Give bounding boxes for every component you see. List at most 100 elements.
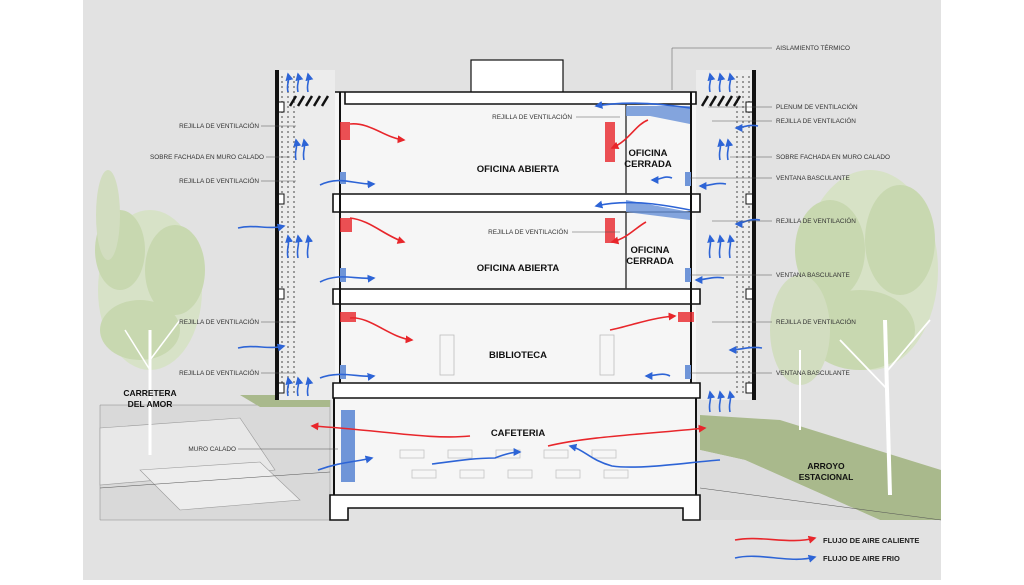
room-labels: OFICINA ABIERTA OFICINA CERRADA OFICINA … [477, 148, 674, 439]
label-ventana-1: VENTANA BASCULANTE [776, 175, 850, 182]
cold-arrow [594, 100, 691, 109]
cold-arrow-up [285, 72, 294, 93]
grille-hot-left-3 [340, 122, 350, 140]
cold-arrow [319, 274, 376, 283]
muro-calado-screen [341, 410, 355, 482]
legend-cold-label: FLUJO DE AIRE FRIO [823, 554, 900, 563]
grille-hot-right-1 [678, 312, 694, 322]
cold-arrow [728, 345, 763, 354]
cold-arrow [734, 123, 759, 132]
hot-arrow [609, 312, 677, 331]
cold-arrow [568, 443, 721, 468]
hot-arrow [310, 422, 471, 438]
cold-arrow-up [725, 138, 734, 161]
site-ground [99, 391, 942, 521]
label-ventana-3: VENTANA BASCULANTE [776, 370, 850, 377]
hot-arrow [610, 221, 647, 245]
tree-right [795, 170, 938, 496]
roof-slab [335, 91, 697, 105]
grille-hot-right-3 [605, 122, 615, 162]
label-rejilla-inner-2: REJILLA DE VENTILACIÓN [488, 227, 568, 236]
building [329, 91, 701, 521]
cold-arrow-up [727, 72, 736, 93]
room-oficina-cerrada-3a: OFICINA [628, 148, 667, 159]
vent-cold-2r [685, 268, 691, 282]
cold-arrow-up [295, 234, 304, 259]
cold-arrow-up [305, 234, 314, 259]
vent-cold-2 [340, 268, 346, 282]
label-muro-calado: MURO CALADO [188, 446, 236, 453]
label-rejilla-2: REJILLA DE VENTILACIÓN [179, 176, 259, 185]
cold-arrow-up [301, 138, 310, 161]
label-ventana-2: VENTANA BASCULANTE [776, 272, 850, 279]
cold-arrow [319, 179, 376, 189]
place-carretera-1: CARRETERA [123, 388, 176, 398]
slab-level-2 [332, 288, 701, 305]
grille-hot-left-2 [340, 218, 352, 232]
air-flow-arrows [237, 72, 763, 471]
cold-arrow-up [295, 72, 304, 93]
hot-arrow [547, 424, 707, 447]
label-rejilla-r2: REJILLA DE VENTILACIÓN [776, 216, 856, 225]
vent-cold-1 [340, 365, 346, 379]
grille-hot-right-2 [605, 218, 615, 243]
place-arroyo-1: ARROYO [807, 461, 845, 471]
labels-inner: REJILLA DE VENTILACIÓN REJILLA DE VENTIL… [488, 112, 572, 236]
cold-arrow [698, 181, 727, 190]
legend-hot-arrow [734, 535, 817, 544]
vent-cold-1r [685, 365, 691, 379]
roof-box [470, 59, 564, 95]
hot-arrow [349, 317, 414, 344]
grille-hot-left-1 [340, 312, 356, 322]
label-sobre-fachada-r: SOBRE FACHADA EN MURO CALADO [776, 154, 890, 161]
place-labels: CARRETERA DEL AMOR ARROYO ESTACIONAL [123, 388, 853, 482]
label-rejilla-r1: REJILLA DE VENTILACIÓN [776, 116, 856, 125]
legend-cold-arrow [734, 554, 817, 563]
room-oficina-cerrada-2a: OFICINA [630, 245, 669, 256]
hot-arrow [349, 123, 406, 144]
label-sobre-fachada: SOBRE FACHADA EN MURO CALADO [150, 154, 264, 161]
label-rejilla-3: REJILLA DE VENTILACIÓN [179, 317, 259, 326]
labels-right: AISLAMIENTO TÉRMICO PLENUM DE VENTILACIÓ… [776, 43, 890, 377]
cold-arrow-up [707, 234, 716, 259]
cold-arrow-up [285, 234, 294, 259]
label-aislamiento: AISLAMIENTO TÉRMICO [776, 43, 850, 52]
ground-slab [329, 494, 701, 521]
labels-left: REJILLA DE VENTILACIÓN SOBRE FACHADA EN … [150, 121, 264, 453]
cold-arrow-up [293, 138, 302, 161]
leader-lines [238, 47, 772, 450]
slab-level-3 [332, 193, 701, 213]
cold-arrow-up [305, 376, 314, 397]
place-arroyo-2: ESTACIONAL [799, 472, 854, 482]
hot-arrow [349, 217, 406, 244]
label-rejilla-4: REJILLA DE VENTILACIÓN [179, 368, 259, 377]
cold-arrow [237, 343, 286, 352]
legend: FLUJO DE AIRE CALIENTE FLUJO DE AIRE FRI… [734, 535, 919, 563]
roof-vents [288, 95, 742, 107]
right-facade-screen [696, 70, 756, 400]
room-oficina-abierta-3: OFICINA ABIERTA [477, 164, 560, 175]
label-plenum: PLENUM DE VENTILACIÓN [776, 102, 858, 111]
label-rejilla-1: REJILLA DE VENTILACIÓN [179, 121, 259, 130]
place-carretera-2: DEL AMOR [128, 399, 173, 409]
cold-arrow-up [727, 390, 736, 413]
tree-left [95, 210, 205, 455]
left-facade-screen [275, 70, 335, 400]
label-rejilla-inner-1: REJILLA DE VENTILACIÓN [492, 112, 572, 121]
cold-arrow [431, 448, 522, 465]
room-oficina-cerrada-2b: CERRADA [626, 256, 674, 267]
room-oficina-cerrada-3b: CERRADA [624, 159, 672, 170]
cold-arrow [317, 455, 374, 471]
slab-level-1 [332, 382, 701, 399]
cold-arrow-up [295, 376, 304, 397]
cold-arrow-up [285, 376, 294, 397]
cold-arrow [237, 223, 286, 232]
cold-arrow [694, 275, 725, 284]
cold-arrow-up [717, 234, 726, 259]
cold-arrow-up [305, 72, 314, 93]
tree-left-back [96, 170, 120, 260]
cold-arrow-up [717, 72, 726, 93]
cold-arrow-up [707, 72, 716, 93]
hot-arrow [610, 119, 649, 150]
